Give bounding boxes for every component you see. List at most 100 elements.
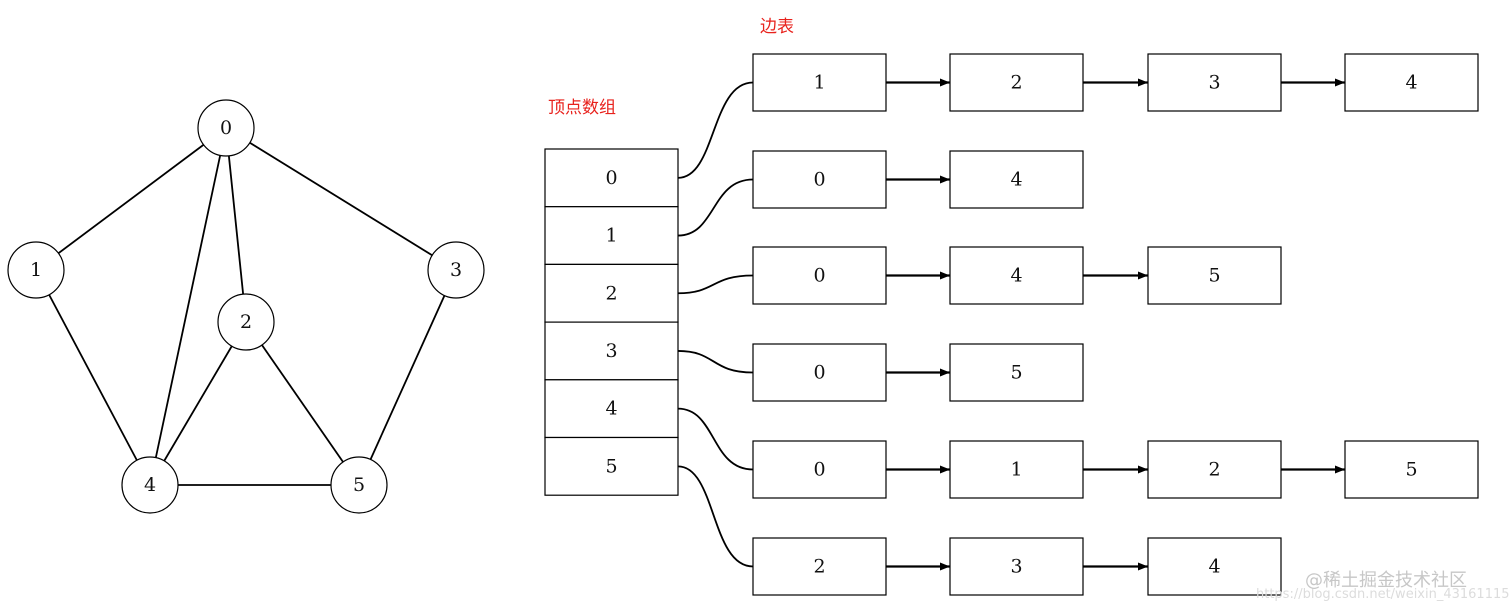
edge-node-label: 2 xyxy=(813,556,825,578)
edge-node: 4 xyxy=(1344,53,1479,112)
vertex-cell-2: 2 xyxy=(544,263,679,323)
head-pointer-4 xyxy=(677,407,754,471)
cell-label: 3 xyxy=(605,340,617,362)
edge-node-box xyxy=(752,246,887,305)
head-pointer-2 xyxy=(677,274,754,295)
edge-node: 1 xyxy=(752,53,887,112)
edge-node: 2 xyxy=(1147,440,1282,499)
edge-list-2: 0 4 5 xyxy=(752,246,1282,305)
edge-node-box xyxy=(949,150,1084,209)
edge-node-label: 0 xyxy=(813,362,825,384)
node-label: 3 xyxy=(450,259,462,281)
node-circle xyxy=(7,241,65,299)
edge-node: 0 xyxy=(752,343,887,402)
graph-node-0: 0 xyxy=(197,99,255,157)
edge-node-box xyxy=(752,440,887,499)
edge-node-box xyxy=(752,53,887,112)
node-circle xyxy=(217,293,275,351)
edge-table-caption: 边表 xyxy=(760,17,794,37)
edge-node: 5 xyxy=(1344,440,1479,499)
edge-list-0: 1 2 3 4 xyxy=(752,53,1479,112)
watermark: @稀土掘金技术社区 xyxy=(1305,570,1467,591)
edge-node-label: 4 xyxy=(1010,169,1022,191)
edge-node: 5 xyxy=(1147,246,1282,305)
head-pointer-0 xyxy=(677,81,754,179)
graph-edge-1-4 xyxy=(35,269,151,486)
edge-node-box xyxy=(949,440,1084,499)
cell-label: 2 xyxy=(605,282,617,304)
vertex-cell-0: 0 xyxy=(544,148,679,208)
edge-node: 0 xyxy=(752,440,887,499)
cell-label: 0 xyxy=(605,167,617,189)
edge-node-label: 4 xyxy=(1405,72,1417,94)
edge-list-4: 0 1 2 5 xyxy=(752,440,1479,499)
edge-node-label: 2 xyxy=(1208,459,1220,481)
edge-node-label: 3 xyxy=(1010,556,1022,578)
graph-edge-0-1 xyxy=(35,127,227,271)
vertex-array: 0 1 2 3 4 5 xyxy=(544,148,679,496)
edge-node: 2 xyxy=(949,53,1084,112)
graph-node-5: 5 xyxy=(330,456,388,514)
edge-node: 2 xyxy=(752,537,887,596)
head-pointer-5 xyxy=(677,465,754,568)
edge-node-box xyxy=(949,53,1084,112)
edge-node: 0 xyxy=(752,150,887,209)
edge-node: 4 xyxy=(949,150,1084,209)
graph-edges xyxy=(35,127,457,486)
vertex-cell-1: 1 xyxy=(544,206,679,265)
edge-node-box xyxy=(752,343,887,402)
edge-node: 3 xyxy=(949,537,1084,596)
edge-node-box xyxy=(1344,53,1479,112)
cell-box xyxy=(544,379,679,439)
node-circle xyxy=(427,241,485,299)
edge-node-label: 2 xyxy=(1010,72,1022,94)
cell-box xyxy=(544,263,679,323)
node-circle xyxy=(197,99,255,157)
head-pointer-1 xyxy=(677,178,754,237)
graph-edge-0-2 xyxy=(225,127,247,323)
cell-box xyxy=(544,321,679,381)
edge-node-label: 0 xyxy=(813,265,825,287)
node-circle xyxy=(121,456,179,514)
edge-node: 5 xyxy=(949,343,1084,402)
vertex-cell-3: 3 xyxy=(544,321,679,381)
edge-node-label: 4 xyxy=(1208,556,1220,578)
edge-node-box xyxy=(1147,537,1282,596)
graph-edge-2-5 xyxy=(245,321,360,486)
vertex-cell-4: 4 xyxy=(544,379,679,439)
graph-node-3: 3 xyxy=(427,241,485,299)
edge-node-label: 3 xyxy=(1208,72,1220,94)
edge-node-label: 1 xyxy=(813,72,825,94)
edge-node: 4 xyxy=(1147,537,1282,596)
edge-node-box xyxy=(1147,53,1282,112)
vertex-to-list-connectors xyxy=(677,81,754,568)
cell-label: 5 xyxy=(605,455,617,477)
edge-node-box xyxy=(949,537,1084,596)
node-label: 2 xyxy=(240,311,252,333)
edge-node: 4 xyxy=(949,246,1084,305)
edge-node-label: 4 xyxy=(1010,265,1022,287)
node-label: 5 xyxy=(353,474,365,496)
vertex-array-caption: 顶点数组 xyxy=(548,98,616,118)
node-circle xyxy=(330,456,388,514)
graph-node-4: 4 xyxy=(121,456,179,514)
node-label: 4 xyxy=(144,474,156,496)
graph-nodes: 0 1 2 3 4 5 xyxy=(7,99,485,514)
graph-edge-3-5 xyxy=(358,269,457,486)
node-label: 1 xyxy=(30,259,42,281)
graph-edge-2-4 xyxy=(149,321,247,486)
cell-label: 1 xyxy=(605,225,617,247)
edge-node: 3 xyxy=(1147,53,1282,112)
edge-node-box xyxy=(1147,440,1282,499)
edge-node-label: 5 xyxy=(1208,265,1220,287)
edge-node-box xyxy=(1344,440,1479,499)
edge-node-label: 5 xyxy=(1405,459,1417,481)
graph-node-1: 1 xyxy=(7,241,65,299)
graph-edge-0-3 xyxy=(225,127,457,271)
edge-node-label: 1 xyxy=(1010,459,1022,481)
edge-node-label: 0 xyxy=(813,459,825,481)
